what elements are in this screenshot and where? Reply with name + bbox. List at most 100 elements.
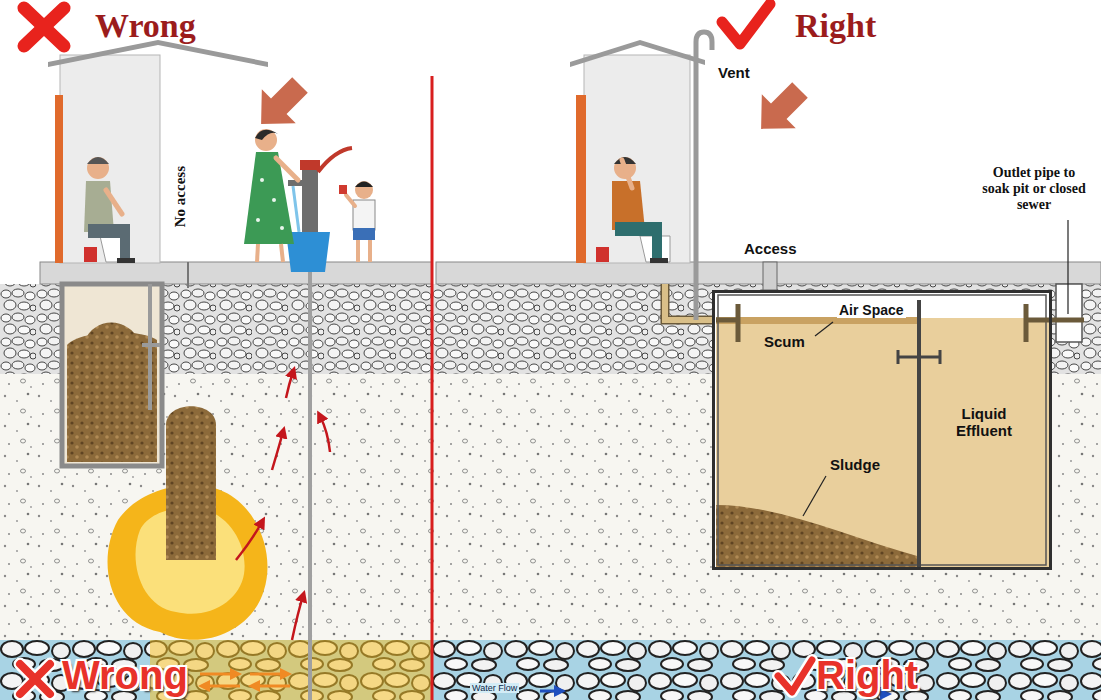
right-shed (570, 40, 705, 67)
septic-tank-fill (718, 295, 1046, 565)
woman-figure (255, 129, 277, 151)
unsealed-pit (187, 262, 189, 288)
banner-symbols (20, 664, 50, 694)
right-shed (570, 40, 705, 263)
seepage-arrows (236, 372, 330, 640)
banner-symbols (200, 673, 236, 676)
heading-symbols (722, 4, 770, 44)
hand-pump (318, 148, 352, 172)
seated-man (117, 258, 135, 263)
banner-symbols (20, 664, 50, 694)
child-figure (339, 185, 347, 194)
unsealed-pit (62, 284, 162, 466)
septic-tank-fill (815, 322, 833, 336)
seated-man (596, 157, 670, 263)
contamination (150, 640, 432, 700)
flow-label: Water Flow (470, 683, 519, 693)
unsealed-pit (62, 262, 188, 466)
child-figure (368, 240, 372, 262)
hand-pump (308, 262, 312, 700)
ground-layers (0, 284, 1101, 700)
pipework (665, 284, 716, 320)
septic-tank-fill (917, 300, 921, 567)
pipework (763, 262, 777, 290)
seepage-arrows (286, 372, 293, 398)
septic-tank-fill (712, 290, 1052, 570)
unsealed-pit (67, 332, 157, 462)
slab (40, 262, 1101, 284)
banner-symbols (254, 685, 290, 688)
banner-symbols (250, 673, 286, 676)
child-figure (353, 228, 375, 240)
unsealed-pit (84, 323, 140, 343)
banner-symbols (204, 685, 240, 688)
seepage-arrows (272, 432, 283, 470)
seepage-arrows (292, 596, 303, 640)
seated-man (622, 160, 632, 188)
part-label: Access (742, 240, 799, 257)
hand-pump (300, 160, 320, 170)
heading-symbols (24, 4, 770, 46)
banner-symbols (778, 660, 812, 692)
woman-figure (272, 198, 276, 202)
woman-figure (244, 129, 298, 262)
seated-man (120, 230, 130, 260)
seepage-arrows (236, 522, 262, 560)
panel-heading: Wrong (95, 6, 196, 45)
seated-man (87, 157, 109, 179)
pipework (1056, 284, 1082, 342)
seated-man (106, 190, 122, 214)
woman-figure (281, 244, 283, 262)
callout-label: No access (171, 166, 188, 227)
child-figure (339, 181, 375, 262)
right-shed (584, 55, 690, 263)
heading-symbols (24, 8, 64, 46)
woman-figure (256, 218, 260, 222)
panel-heading: Right (795, 6, 876, 45)
pointer-arrow (244, 68, 317, 141)
septic-tank-fill (716, 304, 738, 342)
right-shed (576, 95, 586, 263)
left-shed (55, 95, 63, 263)
part-label: Liquid Effluent (937, 405, 1031, 440)
child-figure (355, 181, 373, 199)
part-label: Air Space (837, 302, 906, 318)
hand-pump (293, 186, 299, 232)
seated-man (652, 230, 662, 260)
woman-figure (260, 178, 264, 182)
woman-figure (280, 226, 284, 230)
woman-figure (255, 130, 278, 140)
woman-figure (276, 158, 298, 180)
callout-label: Outlet pipe to soak pit or closed sewer (980, 165, 1088, 213)
septic-tank-fill (803, 476, 826, 516)
unsealed-pit (142, 343, 160, 347)
pipework (665, 284, 716, 320)
seated-man (84, 157, 135, 263)
seated-man (84, 247, 97, 262)
seated-man (87, 157, 109, 164)
septic-tank-fill (1026, 304, 1084, 342)
banner-symbols (540, 690, 560, 693)
child-figure (355, 182, 373, 188)
left-shed (48, 40, 268, 67)
panel-divider (431, 76, 434, 700)
panel-divider (432, 76, 433, 700)
banner-text: Wrong (62, 652, 188, 698)
septic-tank-fill (716, 318, 1049, 567)
septic-tank-fill (1067, 220, 1068, 314)
heading-symbols (24, 8, 64, 46)
pointer-arrow (744, 73, 817, 146)
slab (40, 262, 432, 284)
banner-text: Right (816, 652, 918, 698)
septic-tank-fill (898, 350, 940, 364)
septic-tank-fill (712, 220, 1084, 570)
banner-symbols (20, 664, 50, 694)
banner-symbols (20, 664, 50, 694)
seated-man (650, 258, 668, 263)
banner-symbols (778, 660, 812, 692)
part-label: Scum (762, 333, 807, 350)
